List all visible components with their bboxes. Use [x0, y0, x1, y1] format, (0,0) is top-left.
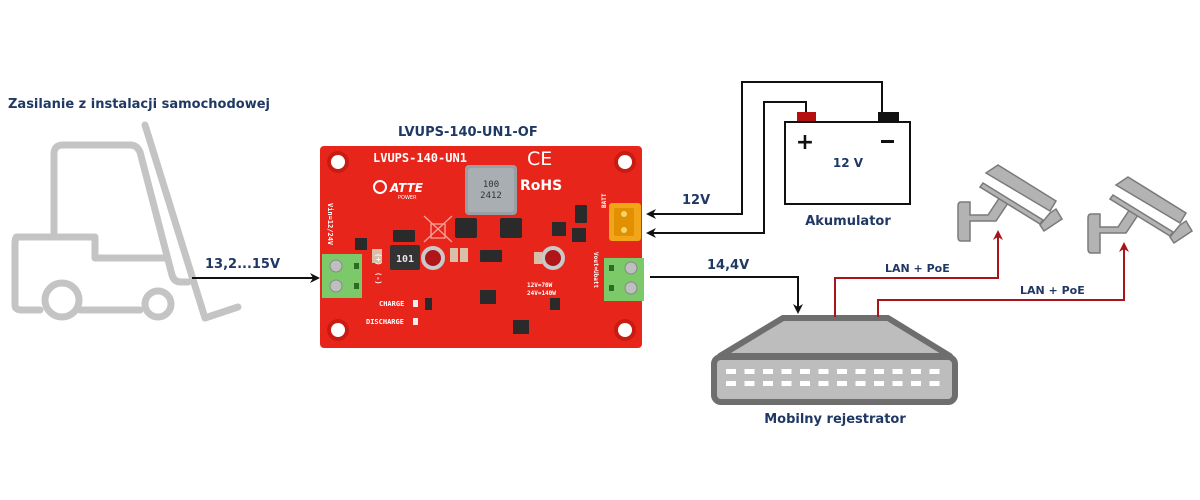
svg-text:2412: 2412	[480, 191, 502, 201]
svg-text:100: 100	[483, 180, 499, 190]
input-terminal-block	[322, 254, 362, 298]
battery-voltage: 12 V	[833, 156, 864, 170]
recorder-port	[744, 369, 755, 374]
small-inductor: 101	[390, 245, 420, 270]
lan-poe-wire-1	[834, 230, 1003, 317]
svg-text:101: 101	[396, 254, 414, 265]
vin-label: Vin=12/24V	[326, 203, 334, 246]
discharge-label: DISCHARGE	[366, 318, 404, 326]
recorder-ports	[726, 369, 940, 386]
charge-led	[413, 300, 418, 307]
recorder-port	[744, 381, 755, 386]
battery-line-voltage-label: 12V	[682, 193, 710, 208]
main-inductor: 100 2412	[465, 165, 517, 215]
pcb-board: LVUPS-140-UN1 CE RoHS ATTE POWER 100 241…	[320, 146, 644, 348]
svg-text:POWER: POWER	[398, 195, 417, 201]
power-source-title: Zasilanie z instalacji samochodowej	[8, 97, 270, 112]
pcb-model-silkscreen: LVUPS-140-UN1	[373, 151, 467, 165]
recorder-port	[763, 369, 773, 374]
output-terminal-block	[604, 258, 644, 301]
recorder-icon	[711, 315, 958, 405]
output-power-arrow	[650, 276, 803, 314]
ic-components	[355, 205, 587, 334]
output-voltage-label: 14,4V	[707, 258, 749, 273]
recorder-port	[874, 381, 884, 386]
recorder-label: Mobilny rejestrator	[764, 412, 906, 427]
battery-minus-sign	[881, 140, 894, 143]
weee-bin-icon	[423, 215, 453, 243]
device-title: LVUPS-140-UN1-OF	[398, 125, 538, 140]
battery-connector	[609, 203, 641, 241]
discharge-led	[413, 318, 418, 325]
recorder-port	[929, 381, 940, 386]
recorder-port	[911, 369, 921, 374]
recorder-port	[763, 381, 773, 386]
recorder-port	[855, 369, 866, 374]
battery-negative-wire	[646, 81, 883, 219]
svg-text:ATTE: ATTE	[389, 181, 424, 195]
vin-plus-pin: (+)	[374, 253, 382, 266]
camera-icon-2	[1087, 176, 1194, 254]
batt-label: BATT	[601, 193, 608, 208]
battery-label: Akumulator	[805, 214, 891, 229]
vout-label: Vout=Ubatt	[592, 252, 599, 289]
ce-mark: CE	[527, 148, 552, 170]
power-rating-24v: 24V=140W	[527, 290, 556, 297]
camera-icon-1	[957, 164, 1064, 242]
recorder-port	[874, 369, 884, 374]
recorder-port	[726, 369, 736, 374]
power-rating-12v: 12V=70W	[527, 282, 553, 289]
recorder-port	[818, 381, 829, 386]
recorder-port	[911, 381, 921, 386]
recorder-port	[781, 369, 792, 374]
atte-logo: ATTE POWER	[373, 180, 424, 201]
rohs-mark: RoHS	[520, 178, 562, 194]
recorder-port	[726, 381, 736, 386]
recorder-port	[892, 369, 903, 374]
battery-icon: + 12 V	[784, 112, 911, 205]
battery-minus-terminal	[878, 112, 899, 122]
recorder-port	[837, 369, 847, 374]
recorder-port	[892, 381, 903, 386]
recorder-port	[800, 369, 810, 374]
battery-plus-sign: +	[796, 130, 814, 155]
input-voltage-label: 13,2...15V	[205, 257, 280, 272]
forklift-icon	[11, 121, 242, 322]
lan-poe-wire-2	[877, 242, 1129, 317]
recorder-port	[800, 381, 810, 386]
capacitors	[372, 246, 565, 270]
lan-poe-label-1: LAN + PoE	[885, 262, 950, 275]
recorder-port	[781, 381, 792, 386]
recorder-port	[837, 381, 847, 386]
vin-minus-pin: (-)	[374, 272, 382, 285]
battery-plus-terminal	[797, 112, 816, 122]
battery-positive-wire	[646, 101, 807, 238]
recorder-port	[818, 369, 829, 374]
charge-label: CHARGE	[379, 300, 404, 308]
recorder-port	[929, 369, 940, 374]
recorder-port	[855, 381, 866, 386]
mounting-holes	[327, 151, 636, 341]
lan-poe-label-2: LAN + PoE	[1020, 284, 1085, 297]
